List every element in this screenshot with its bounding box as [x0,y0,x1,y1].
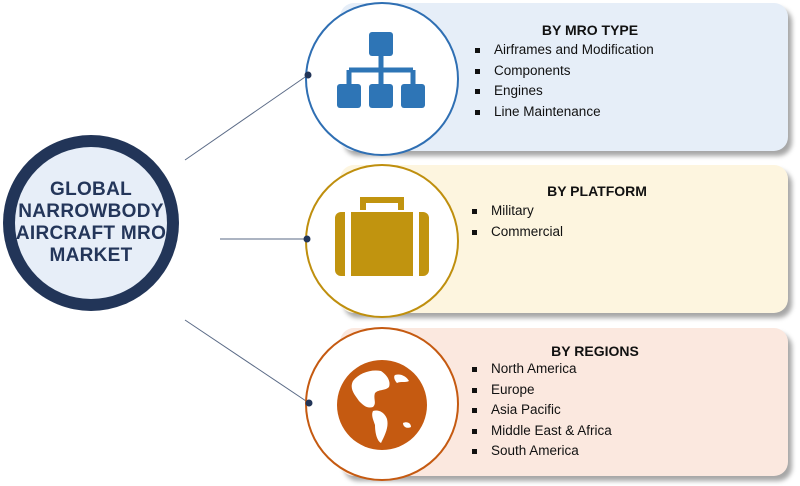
list-item: Engines [474,81,654,102]
connector-dot-platform [303,235,311,243]
list-item: Military [471,201,563,222]
segment-title: BY REGIONS [551,343,639,359]
list-item: Airframes and Modification [474,40,654,61]
icon-circle [305,2,459,156]
briefcase-icon [335,197,429,276]
list-item: Europe [471,380,612,401]
hub-inner-circle: GLOBAL NARROWBODY AIRCRAFT MRO MARKET [15,147,167,299]
segment-items: Military Commercial [471,201,563,242]
connector-line-mro-type [184,74,309,161]
list-item: Middle East & Africa [471,421,612,442]
segment-title: BY PLATFORM [547,183,647,199]
connector-dot-mro-type [304,71,312,79]
connector-line-regions [184,319,310,404]
list-item: Asia Pacific [471,400,612,421]
central-hub: GLOBAL NARROWBODY AIRCRAFT MRO MARKET [3,135,179,311]
hierarchy-icon [337,32,425,108]
list-item: Components [474,61,654,82]
segment-items: North America Europe Asia Pacific Middle… [471,359,612,462]
globe-icon [337,360,427,450]
list-item: North America [471,359,612,380]
list-item: South America [471,441,612,462]
hub-title: GLOBAL NARROWBODY AIRCRAFT MRO MARKET [15,179,167,266]
icon-circle [305,164,459,318]
segment-items: Airframes and Modification Components En… [474,40,654,122]
list-item: Line Maintenance [474,102,654,123]
list-item: Commercial [471,222,563,243]
icon-circle [305,327,459,481]
connector-dot-regions [305,399,313,407]
segment-title: BY MRO TYPE [541,22,639,38]
